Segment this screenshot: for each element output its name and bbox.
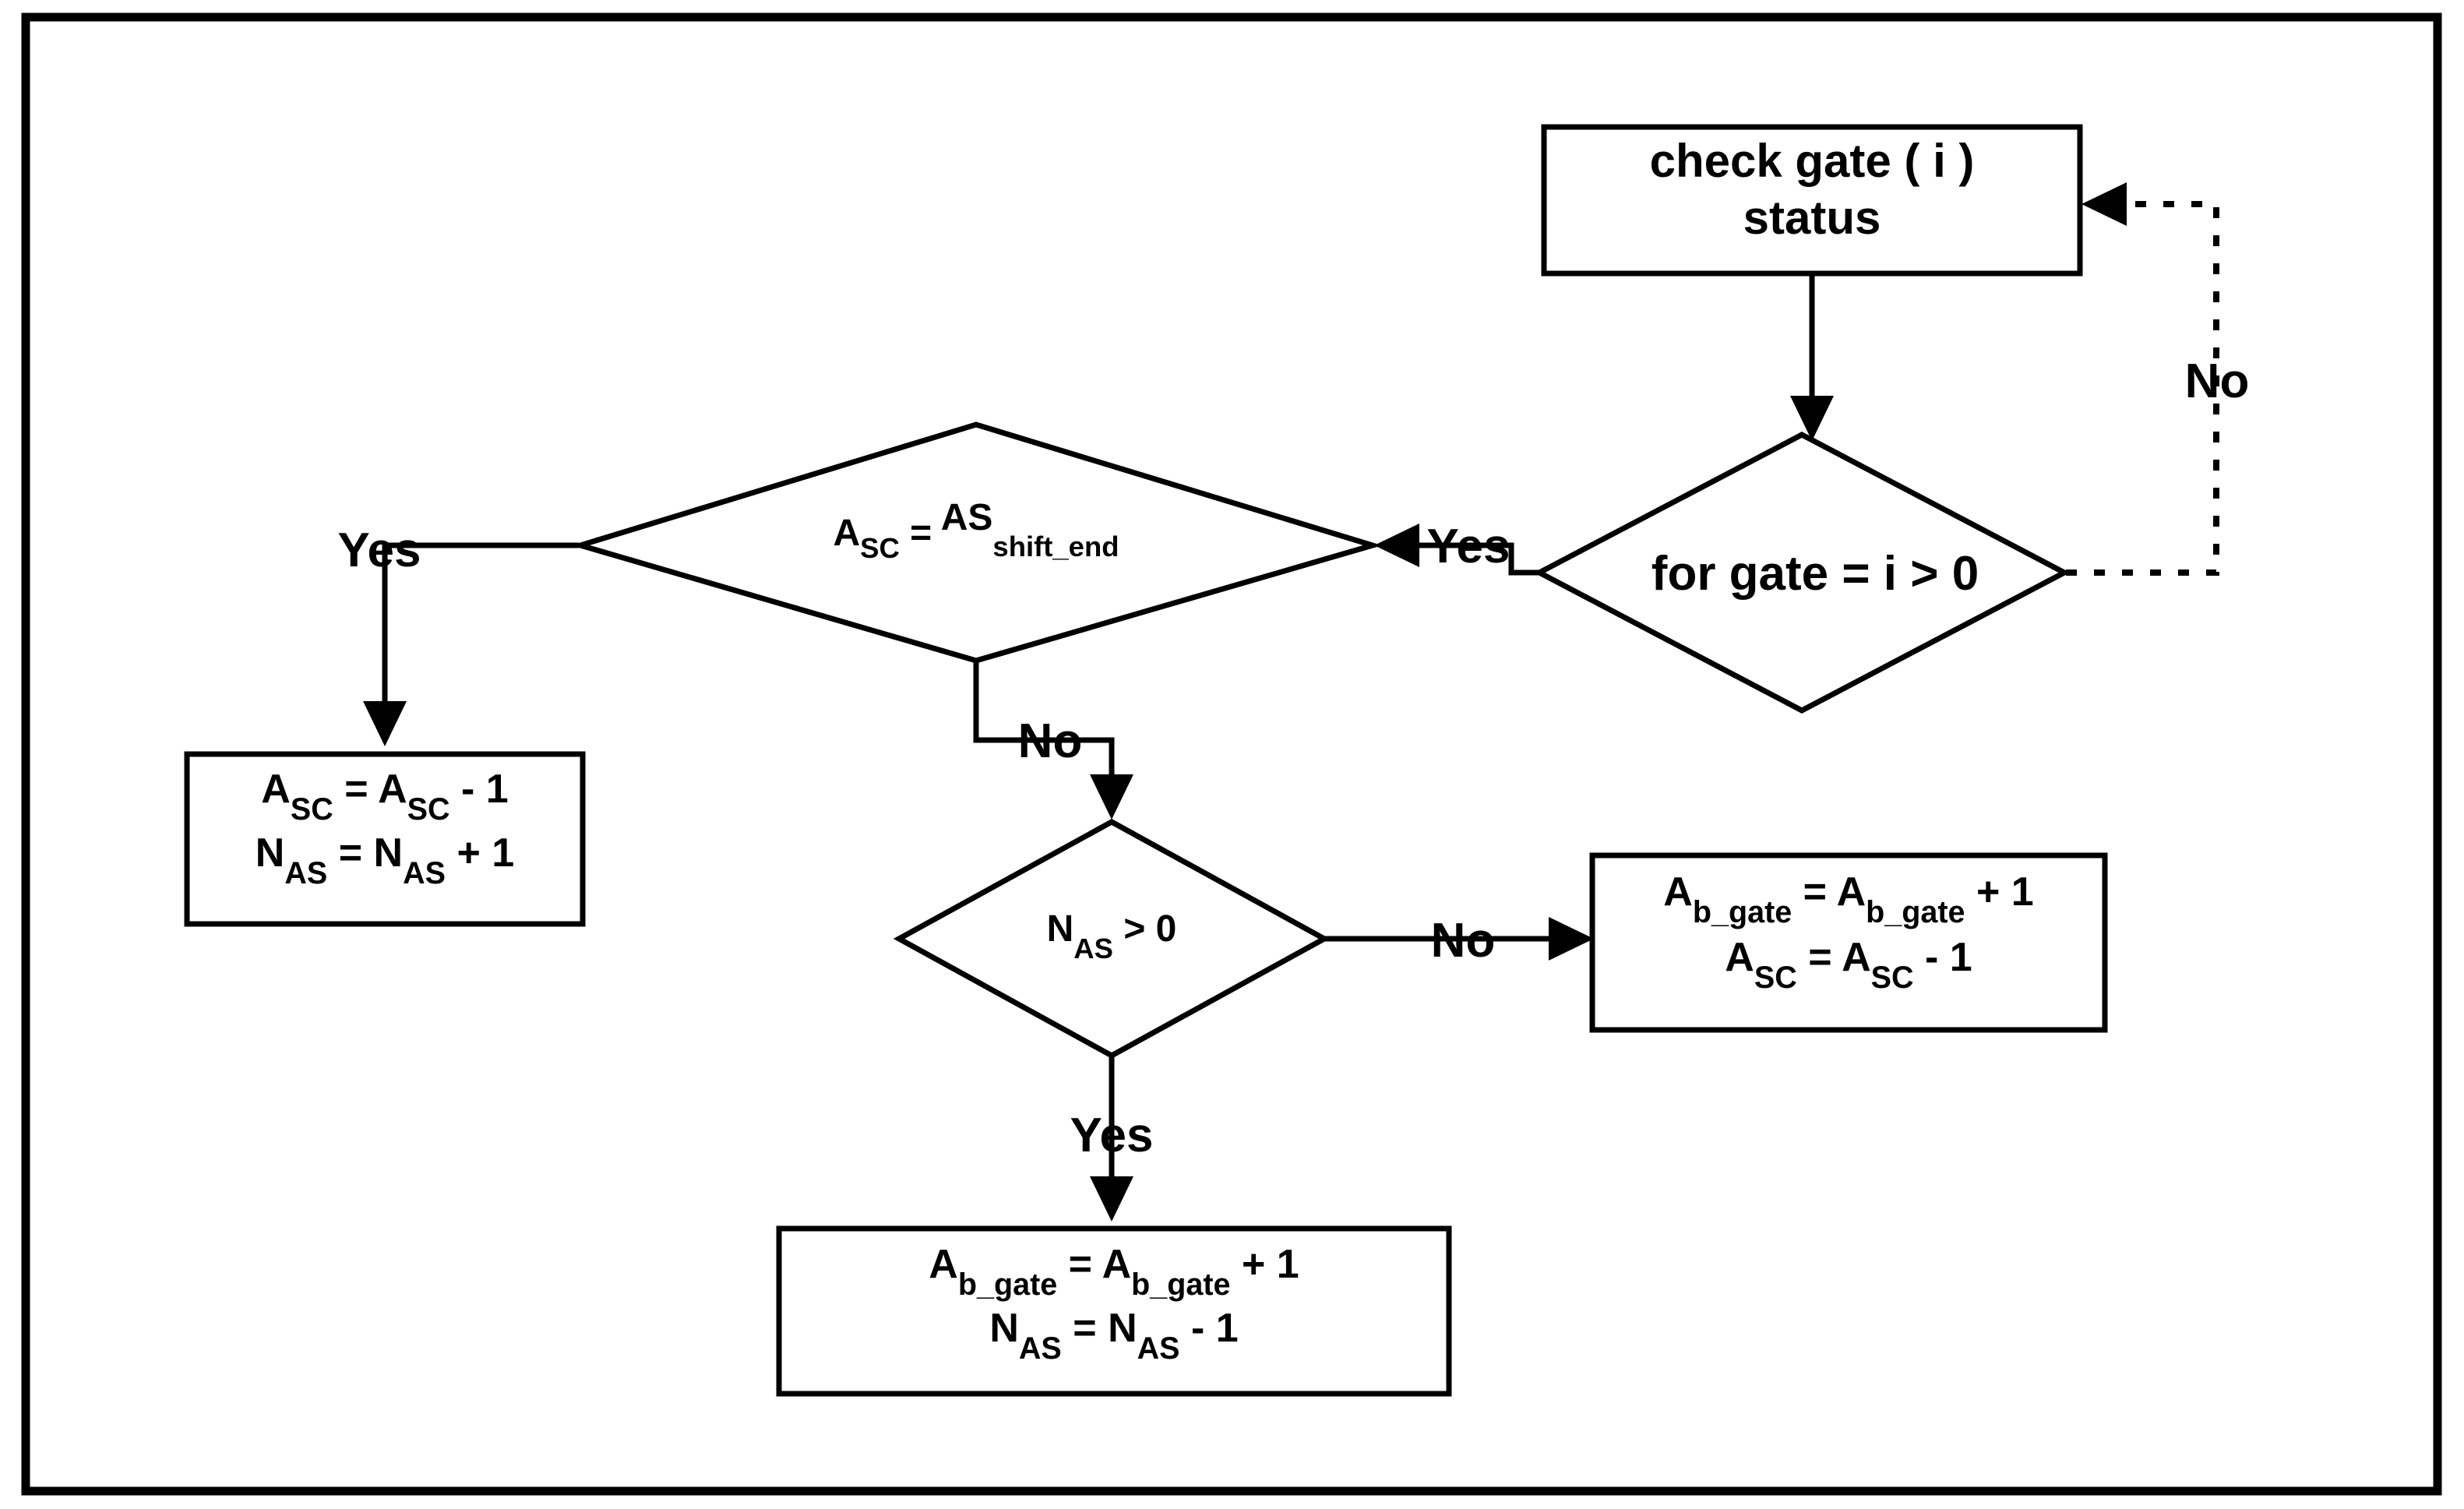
right-assign-r0-op: = bbox=[1803, 869, 1827, 915]
bottom-assign-r1-lhs-sub: AS bbox=[1019, 1331, 1062, 1366]
left-assign-r0-rhs-base: A bbox=[378, 767, 407, 812]
node-shift-end-lhs-base: A bbox=[833, 513, 860, 554]
edge-shiftend-yes bbox=[382, 542, 579, 705]
node-shift-end-op: = bbox=[910, 513, 932, 554]
node-shift-end-rhs-sub: shift_end bbox=[992, 531, 1119, 562]
right-assign-r0-rhs-base: A bbox=[1837, 869, 1867, 915]
edge-shiftend-no bbox=[973, 661, 1115, 779]
left-assign-r1-op: = bbox=[339, 830, 362, 876]
edge-label-shiftend-no: No bbox=[1018, 714, 1083, 768]
bottom-assign-r1-rhs-base: N bbox=[1108, 1306, 1137, 1351]
right-assign-r0-rhs-sub: b_gate bbox=[1866, 895, 1965, 929]
left-assign-r0-op: = bbox=[344, 767, 368, 812]
node-bottom-assign-box bbox=[776, 1225, 1452, 1397]
right-assign-r1-lhs-sub: SC bbox=[1754, 961, 1797, 995]
arrow-forgate-no-loop bbox=[2082, 182, 2127, 226]
left-assign-r1-lhs-sub: AS bbox=[284, 856, 327, 890]
arrow-checkgate-to-forgate bbox=[1790, 396, 1834, 441]
right-assign-r1-rhs-base: A bbox=[1842, 935, 1871, 980]
bottom-assign-r0-tail: + 1 bbox=[1242, 1242, 1299, 1287]
right-assign-r0-lhs-sub: b_gate bbox=[1693, 895, 1792, 929]
bottom-assign-r1-op: = bbox=[1073, 1306, 1096, 1351]
node-shift-end-rhs-base: AS bbox=[941, 497, 993, 538]
node-nas-cmp: > 0 bbox=[1123, 908, 1176, 950]
left-assign-r0-rhs-sub: SC bbox=[407, 792, 450, 827]
right-assign-r0-lhs-base: A bbox=[1663, 869, 1693, 915]
right-assign-r1-rhs-sub: SC bbox=[1871, 961, 1914, 995]
node-nas-base: N bbox=[1047, 908, 1074, 950]
node-right-assign-row-1: ASC = ASC - 1 bbox=[1725, 935, 1972, 995]
node-shift-end-diamond bbox=[570, 421, 1383, 664]
bottom-assign-r1-lhs-base: N bbox=[989, 1306, 1019, 1351]
left-assign-r0-lhs-sub: SC bbox=[291, 792, 333, 827]
bottom-assign-r1-rhs-sub: AS bbox=[1137, 1331, 1180, 1366]
arrow-nas-no bbox=[1549, 917, 1594, 961]
node-left-assign-row-1: NAS = NAS + 1 bbox=[256, 830, 514, 890]
node-nas-sub: AS bbox=[1073, 933, 1113, 964]
node-right-assign-row-0: Ab_gate = Ab_gate + 1 bbox=[1663, 869, 2033, 929]
arrow-nas-yes bbox=[1090, 1176, 1133, 1222]
node-bottom-assign-row-0: Ab_gate = Ab_gate + 1 bbox=[929, 1242, 1299, 1302]
node-for-gate-diamond bbox=[1533, 432, 2071, 714]
arrow-shiftend-yes bbox=[363, 701, 407, 746]
bottom-assign-r0-rhs-base: A bbox=[1102, 1242, 1132, 1287]
node-left-assign-box bbox=[184, 751, 586, 927]
right-assign-r1-tail: - 1 bbox=[1925, 935, 1972, 980]
edge-label-shiftend-yes: Yes bbox=[338, 524, 421, 577]
left-assign-r1-rhs-sub: AS bbox=[403, 856, 446, 890]
right-assign-r1-lhs-base: A bbox=[1725, 935, 1754, 980]
left-assign-r0-tail: - 1 bbox=[461, 767, 509, 812]
node-shift-end-label: ASC = ASshift_end bbox=[833, 497, 1119, 564]
node-shift-end-lhs-sub: SC bbox=[860, 532, 900, 564]
left-assign-r0-lhs-base: A bbox=[261, 767, 291, 812]
edge-label-forgate-yes: Yes bbox=[1427, 520, 1510, 573]
node-left-assign-row-0: ASC = ASC - 1 bbox=[261, 767, 508, 827]
edge-label-nas-no: No bbox=[1431, 914, 1496, 968]
node-check-gate-line2: status bbox=[1743, 192, 1881, 244]
arrow-shiftend-no bbox=[1090, 774, 1133, 820]
edge-label-nas-yes: Yes bbox=[1070, 1109, 1154, 1162]
bottom-assign-r1-tail: - 1 bbox=[1191, 1306, 1239, 1351]
node-check-gate-line1: check gate ( i ) bbox=[1650, 135, 1975, 187]
node-right-assign-box bbox=[1589, 852, 2108, 1033]
node-nas-label: NAS > 0 bbox=[1047, 908, 1177, 964]
bottom-assign-r0-rhs-sub: b_gate bbox=[1131, 1267, 1230, 1302]
diagram-frame bbox=[21, 12, 2442, 1496]
right-assign-r0-tail: + 1 bbox=[1976, 869, 2034, 915]
bottom-assign-r0-lhs-sub: b_gate bbox=[958, 1267, 1057, 1302]
node-for-gate-label: for gate = i > 0 bbox=[1651, 547, 1979, 601]
left-assign-r1-rhs-base: N bbox=[374, 830, 404, 876]
bottom-assign-r0-lhs-base: A bbox=[929, 1242, 958, 1287]
right-assign-r1-op: = bbox=[1808, 935, 1831, 980]
left-assign-r1-lhs-base: N bbox=[256, 830, 285, 876]
arrow-forgate-yes bbox=[1374, 524, 1419, 567]
edge-label-loop-no: No bbox=[2185, 354, 2250, 408]
node-bottom-assign-row-1: NAS = NAS - 1 bbox=[989, 1306, 1238, 1366]
edge-forgate-yes bbox=[1414, 542, 1539, 576]
bottom-assign-r0-op: = bbox=[1069, 1242, 1092, 1287]
left-assign-r1-tail: + 1 bbox=[456, 830, 514, 876]
edge-forgate-no-loop bbox=[2066, 201, 2219, 576]
